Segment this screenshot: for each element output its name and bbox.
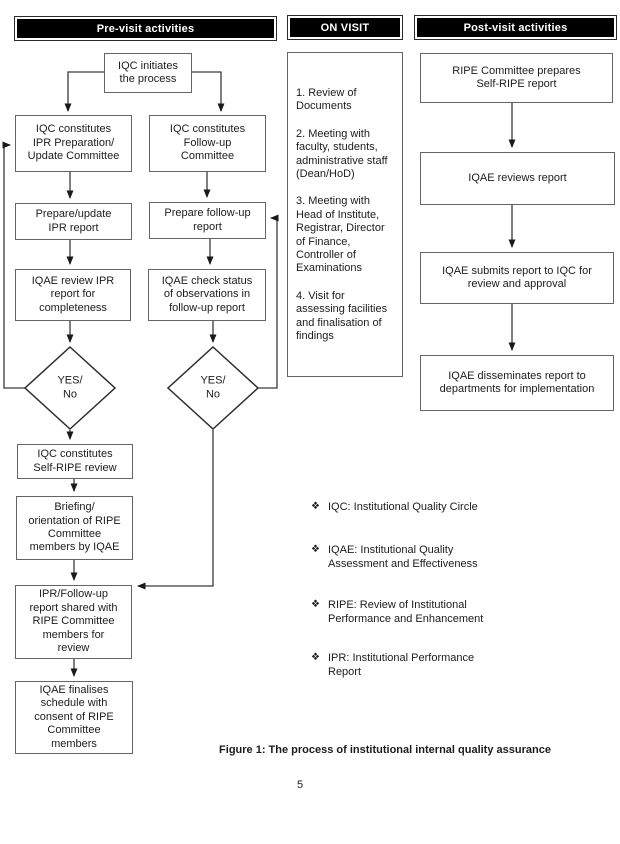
legend-item-ipr: ❖ IPR: Institutional Performance Report	[311, 651, 541, 680]
legend-text-ipr: IPR: Institutional Performance Report	[328, 652, 475, 679]
header-on-visit: ON VISIT	[287, 15, 403, 40]
box-iqc-constitutes-followup: IQC constitutes Follow-up Committee	[149, 115, 266, 172]
decision-label-ipr: YES/ No	[57, 374, 83, 400]
figure-caption: Figure 1: The process of institutional i…	[219, 744, 551, 756]
page-number: 5	[296, 779, 304, 791]
diamond-bullet-icon: ❖	[311, 652, 320, 663]
box-iqae-check-status: IQAE check status of observations in fol…	[148, 269, 266, 321]
on-visit-panel: 1. Review of Documents 2. Meeting with f…	[287, 52, 403, 377]
header-post-visit: Post-visit activities	[414, 15, 617, 40]
on-visit-item-4: 4. Visit for assessing facilities and fi…	[296, 289, 388, 343]
legend-item-iqae: ❖ IQAE: Institutional Quality Assessment…	[311, 543, 541, 572]
legend-text-ripe: RIPE: Review of Institutional Performanc…	[328, 599, 484, 626]
legend-item-iqc: ❖ IQC: Institutional Quality Circle	[311, 500, 541, 514]
header-post-visit-label: Post-visit activities	[417, 18, 614, 37]
box-iqae-submits: IQAE submits report to IQC for review an…	[420, 252, 614, 304]
header-on-visit-label: ON VISIT	[290, 18, 400, 37]
box-iqae-finalises: IQAE finalises schedule with consent of …	[15, 681, 133, 754]
diamond-bullet-icon: ❖	[311, 501, 320, 512]
box-iqae-disseminates: IQAE disseminates report to departments …	[420, 355, 614, 411]
box-iqc-initiates: IQC initiates the process	[104, 53, 192, 93]
box-iqae-review-ipr: IQAE review IPR report for completeness	[15, 269, 131, 321]
decision-label-followup: YES/ No	[200, 374, 226, 400]
box-iqc-self-ripe: IQC constitutes Self-RIPE review	[17, 444, 133, 479]
box-briefing: Briefing/ orientation of RIPE Committee …	[16, 496, 133, 560]
box-ipr-shared: IPR/Follow-up report shared with RIPE Co…	[15, 585, 132, 659]
header-pre-visit-label: Pre-visit activities	[17, 19, 274, 38]
on-visit-item-1: 1. Review of Documents	[296, 87, 357, 113]
diamond-bullet-icon: ❖	[311, 599, 320, 610]
diamond-bullet-icon: ❖	[311, 544, 320, 555]
legend-item-ripe: ❖ RIPE: Review of Institutional Performa…	[311, 598, 541, 627]
legend-text-iqc: IQC: Institutional Quality Circle	[328, 501, 478, 513]
box-prepare-followup: Prepare follow-up report	[149, 202, 266, 239]
legend-text-iqae: IQAE: Institutional Quality Assessment a…	[328, 544, 478, 571]
header-pre-visit: Pre-visit activities	[14, 16, 277, 41]
box-prepare-update-ipr: Prepare/update IPR report	[15, 203, 132, 240]
on-visit-item-3: 3. Meeting with Head of Institute, Regis…	[296, 195, 385, 275]
on-visit-item-2: 2. Meeting with faculty, students, admin…	[296, 127, 388, 181]
box-iqc-constitutes-ipr: IQC constitutes IPR Preparation/ Update …	[15, 115, 132, 172]
box-iqae-reviews: IQAE reviews report	[420, 152, 615, 205]
box-ripe-prepares: RIPE Committee prepares Self-RIPE report	[420, 53, 613, 103]
